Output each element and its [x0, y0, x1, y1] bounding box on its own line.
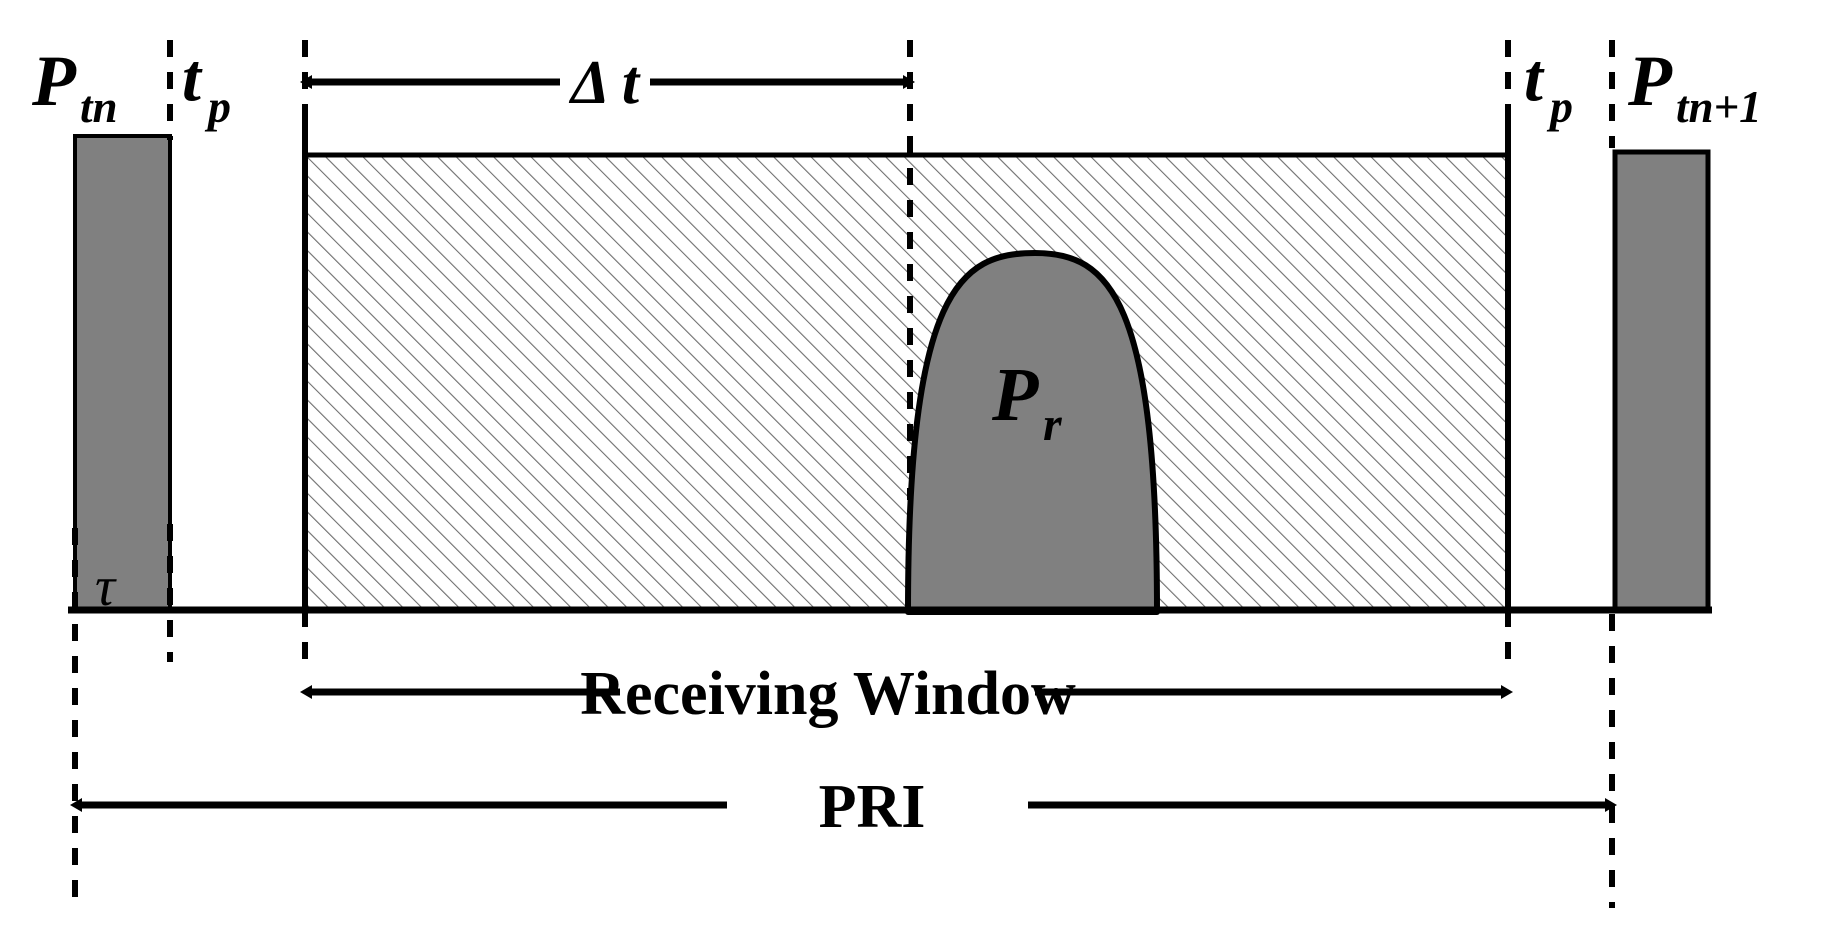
pulse-width-left-label-base: t: [182, 39, 203, 115]
transmit-pulse-n1-label: P tn+1: [1627, 41, 1762, 132]
received-power-label-sub: r: [1043, 398, 1063, 451]
transmit-pulse-n-bar: [73, 134, 172, 612]
transmit-pulse-n1-rect: [1612, 149, 1711, 613]
received-power-label: P r: [991, 353, 1063, 451]
transmit-pulse-n-rect: [73, 134, 172, 612]
tau-label: τ: [95, 556, 117, 618]
delta-t-dimension: Δ t: [300, 49, 915, 117]
receiving-window-label: Receiving Window: [580, 660, 1076, 728]
transmit-pulse-n-label-base: P: [31, 41, 77, 121]
transmit-pulse-n1-label-base: P: [1627, 41, 1673, 121]
pulse-width-left-label-sub: p: [204, 81, 231, 132]
pulse-width-left-label: t p: [182, 39, 231, 132]
pri-label: PRI: [819, 773, 926, 841]
delta-t-label: Δ t: [568, 49, 641, 117]
transmit-pulse-n-label-sub: tn: [80, 82, 118, 132]
pulse-width-right-label: t p: [1524, 39, 1573, 132]
pri-dimension: PRI: [70, 773, 1617, 841]
transmit-pulse-n-label: P tn: [31, 41, 118, 132]
received-power-label-base: P: [991, 353, 1039, 437]
received-echo-parabola: [905, 250, 1160, 615]
dashed-guide-group: [72, 40, 1615, 908]
pulse-width-right-label-sub: p: [1546, 81, 1573, 132]
pulse-width-right-label-base: t: [1524, 39, 1545, 115]
receiving-window-dimension: Receiving Window: [300, 660, 1513, 728]
transmit-pulse-n1-label-sub: tn+1: [1676, 82, 1762, 132]
received-echo-pulse: [905, 250, 1160, 615]
transmit-pulse-n1-bar: [1612, 149, 1711, 613]
